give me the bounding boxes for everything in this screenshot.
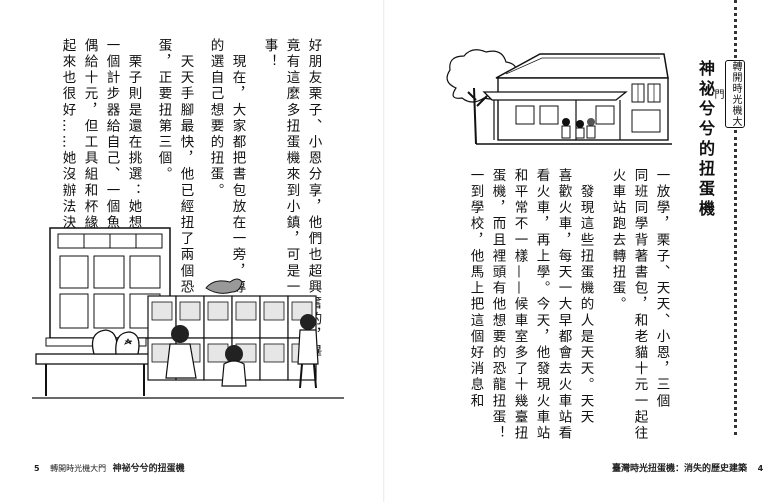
left-text-column-11: 起來也很好……她沒辦法決定。 — [59, 38, 76, 264]
left-text-column-2: 竟有這麼多扭蛋機來到小鎮，可是一件超級大 — [283, 38, 300, 360]
left-footer-series: 轉開時光機大門 — [50, 464, 107, 473]
left-text-column-8: 栗子則是還在挑選：她想扭 — [125, 38, 142, 248]
dotted-rule-top — [734, 0, 741, 58]
right-footer-book-title: 臺灣時光扭蛋機：消失的歷史建築 — [612, 464, 748, 474]
right-text-column-5: 喜歡火車，每天一大早都會去火車站看 — [555, 168, 572, 442]
left-footer: 5 轉開時光機大門 神祕兮兮的扭蛋機 — [34, 461, 185, 474]
left-text-column-1: 好朋友栗子、小恩分享，他們也超興奮的，畢 — [305, 38, 322, 360]
right-text-column-9: 一到學校，他馬上把這個好消息和 — [467, 168, 484, 410]
dotted-rule-bottom — [734, 130, 741, 435]
left-footer-chapter: 神祕兮兮的扭蛋機 — [112, 464, 185, 474]
left-text-column-9: 一個計步器給自己、一個魚形玩 — [103, 38, 120, 264]
train-station-illustration-icon — [446, 49, 672, 145]
series-tag: 轉開時光機大門 — [712, 60, 745, 128]
left-text-column-7: 蛋，正要扭第三個。 — [155, 38, 172, 183]
page-gutter — [383, 0, 385, 502]
chapter-title: 神祕兮兮的扭蛋機 — [696, 60, 715, 220]
left-text-column-3: 事！ — [261, 38, 278, 71]
right-text-column-2: 同班同學背著書包，和老貓十元一起往 — [631, 168, 648, 442]
left-page-number: 5 — [34, 464, 40, 473]
left-text-column-5: 的選自己想要的扭蛋。 — [207, 38, 224, 199]
right-text-column-1: 一放學，栗子、天天、小恩，三個 — [653, 168, 670, 410]
right-text-column-7: 和平常不一樣——候車室多了十幾臺扭 — [511, 168, 528, 442]
left-text-column-10: 偶給十元，但工具組和杯緣子看 — [81, 38, 98, 264]
left-text-column-6: 天天手腳最快，他已經扭了兩個恐龍扭 — [177, 38, 194, 328]
right-footer: 臺灣時光扭蛋機：消失的歷史建築 4 — [612, 461, 763, 474]
right-text-column-6: 看火車，再上學。今天，他發現火車站 — [533, 168, 550, 442]
right-text-column-3: 火車站跑去轉扭蛋。 — [609, 168, 626, 313]
right-text-column-4: 發現這些扭蛋機的人是天天。天天 — [577, 168, 594, 426]
right-page-number: 4 — [757, 464, 764, 473]
right-text-column-8: 蛋機，而且裡頭有他想要的恐龍扭蛋！ — [489, 168, 506, 442]
left-text-column-4: 現在，大家都把書包放在一旁，專心 — [229, 38, 246, 312]
capsule-machines-illustration-icon — [32, 227, 344, 399]
